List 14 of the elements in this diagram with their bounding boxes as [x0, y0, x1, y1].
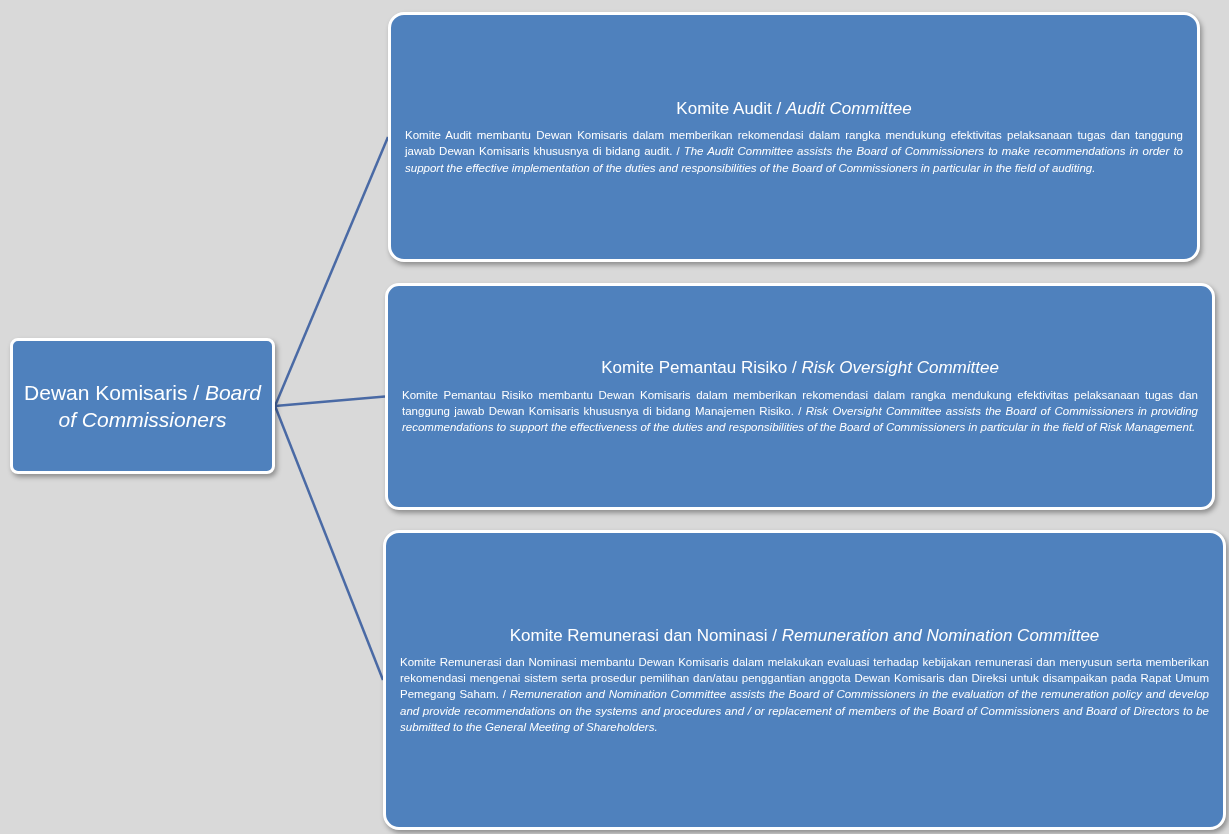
committee-title: Komite Audit / Audit Committee: [675, 97, 913, 120]
committee-box: [383, 530, 1226, 830]
committee-description: Komite Pemantau Risiko membantu Dewan Komisaris dalam memberikan rekomendasi dalam rangka mendukung efektivitas pelaksanaan tugas dan tanggung jawab Dewan Komisaris khususnya di bidang Manajemen Risiko. / Risk Oversight Committee assists the Board of Commissioners in providing recommendations to support the effectiveness of the duties and responsibilities of the Board of Commissioners in particular in the field of Risk Management.: [402, 387, 1198, 436]
committee-box: [385, 283, 1215, 510]
committee-title: Komite Remunerasi dan Nominasi / Remuneration and Nomination Committee: [508, 624, 1101, 646]
connector-line: [273, 405, 385, 681]
connector-line: [273, 136, 390, 407]
board-box: [10, 338, 275, 474]
connector-line: [274, 395, 386, 408]
committee-title: Komite Pemantau Risiko / Risk Oversight Committee: [600, 357, 1000, 379]
board-title: Dewan Komisaris / Board of Commissioners: [23, 379, 262, 433]
committee-box: [388, 12, 1200, 262]
committee-description: Komite Remunerasi dan Nominasi membantu Dewan Komisaris dalam melakukan evaluasi terhadap kebijakan remunerasi dan menyusun serta memberikan rekomendasi mengenai sistem serta prosedur pemilihan dan/atau penggantian anggota Dewan Komisaris dan Direksi untuk disampaikan pada Rapat Umum Pemegang Saham. / Remuneration and Nomination Committee assists the Board of Commissioners in the evaluation of the remuneration policy and develop and provide recommendations on the systems and procedures and / or replacement of members of the Board of Commissioners and Board of Directors to be submitted to the General Meeting of Shareholders.: [400, 654, 1209, 736]
committee-description: Komite Audit membantu Dewan Komisaris dalam memberikan rekomendasi dalam rangka mendukung efektivitas pelaksanaan tugas dan tanggung jawab Dewan Komisaris khususnya di bidang audit. / The Audit Committee assists the Board of Commissioners to make recommendations in order to support the effective implementation of the duties and responsibilities of the Board of Commissioners in particular in the field of auditing.: [405, 128, 1183, 176]
